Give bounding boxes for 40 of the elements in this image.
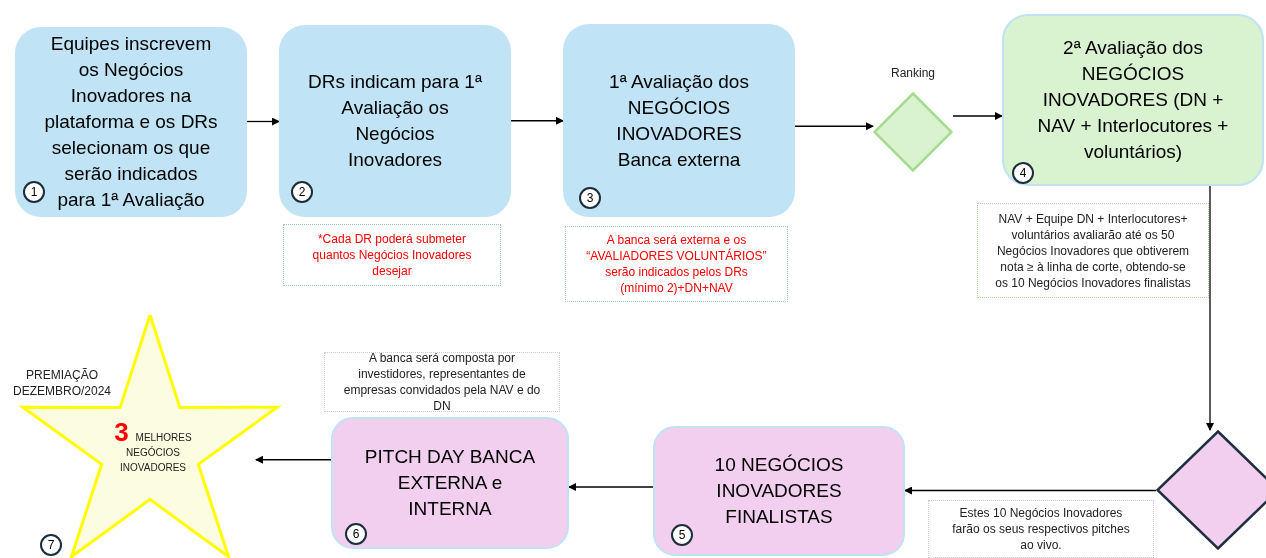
arrow (904, 486, 1157, 495)
note-text: Estes 10 Negócios Inovadores farão os seus respectivos pitches ao vivo. (951, 505, 1131, 553)
decision-label: Ranking (891, 65, 935, 82)
arrow (510, 116, 564, 125)
process-box (15, 27, 247, 217)
note-text: A banca será externa e os “AVALIADORES VOLUNTÁRIOS” serão indicados pelos DRs (mínimo 2)+DN+NAV (585, 232, 768, 296)
step-text: 2ª Avaliação dos NEGÓCIOS INOVADORES (DN + NAV + Interlocutores + voluntários) (1036, 36, 1230, 164)
award-text: 3 MELHORES NEGÓCIOS INOVADORES (113, 425, 193, 475)
note-box (283, 224, 501, 286)
step-text: DRs indicam para 1ª Avaliação os Negócios Inovadores (307, 70, 483, 172)
step-text: Equipes inscrevem os Negócios Inovadores na plataforma e os DRs selecionam os que serão indicados para 1ª Avaliação (43, 32, 219, 212)
step-number: 7 (40, 534, 62, 556)
arrow (1206, 185, 1214, 431)
note-box (565, 226, 788, 302)
step-number: 5 (671, 524, 693, 546)
step-text: 1ª Avaliação dos NEGÓCIOS INOVADORES Banca externa (608, 69, 750, 172)
step-number: 6 (345, 523, 367, 545)
arrow (568, 483, 654, 491)
step-text: PITCH DAY BANCA EXTERNA e INTERNA (363, 445, 537, 521)
arrow (952, 112, 1003, 120)
note-box (324, 352, 560, 412)
arrow (246, 117, 280, 126)
step-number: 1 (23, 181, 45, 203)
process-box (1002, 14, 1264, 186)
award-caption: PREMIAÇÃO DEZEMBRO/2024 (11, 367, 112, 399)
note-text: NAV + Equipe DN + Interlocutores+ voluntários avaliarão até os 50 Negócios Inovadores que obtiverem nota ≥ à linha de corte, obtendo-se os 10 Negócios Inovadores finalistas (994, 210, 1192, 291)
process-box (563, 24, 795, 217)
note-text: *Cada DR poderá submeter quantos Negócios Inovadores desejar (311, 231, 473, 279)
note-text: A banca será composta por investidores, representantes de empresas convidados pela NAV e do DN (342, 350, 542, 414)
process-box (653, 426, 905, 556)
arrow (255, 455, 332, 464)
step-number: 2 (291, 181, 313, 203)
arrow (794, 122, 874, 131)
step-text: 10 NEGÓCIOS INOVADORES FINALISTAS (713, 453, 845, 529)
note-box (928, 500, 1154, 558)
process-box (279, 25, 511, 217)
step-number: 4 (1012, 162, 1034, 184)
step-number: 3 (579, 187, 601, 209)
process-box (331, 417, 569, 549)
note-box (977, 203, 1209, 298)
